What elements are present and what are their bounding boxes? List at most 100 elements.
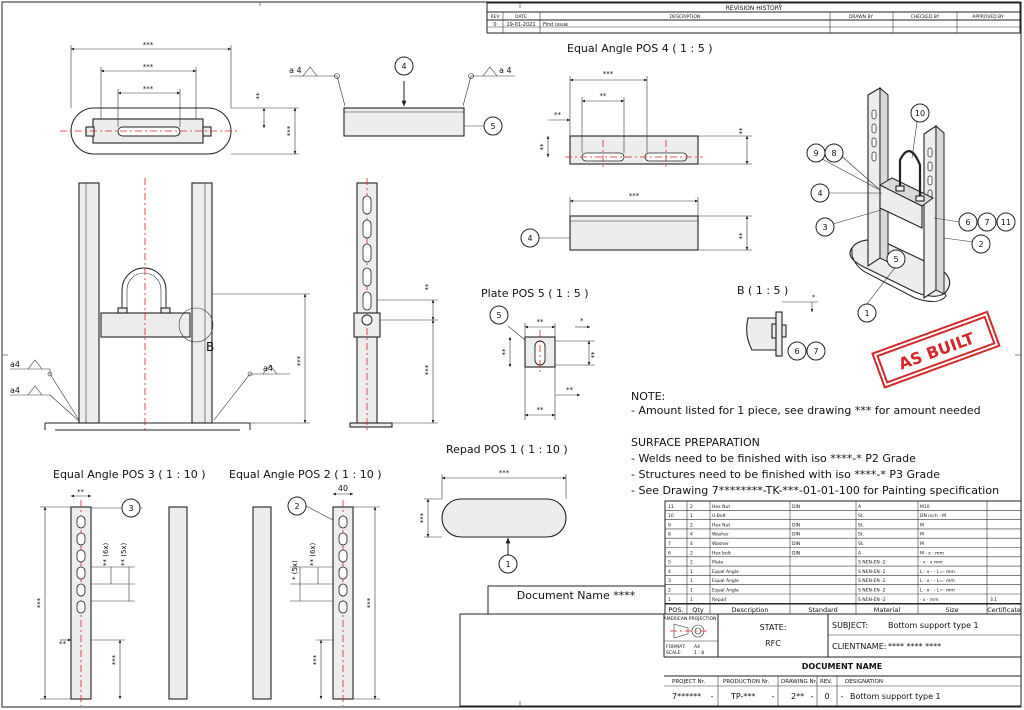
bom-cell: DIN: [792, 532, 800, 538]
dim-pos4-slot-length: **: [600, 92, 608, 100]
bom-cell: 1: [690, 597, 693, 603]
bom-cell: A: [858, 504, 862, 510]
bom-cell: U-Bolt: [712, 513, 726, 519]
bom-cell: A: [858, 550, 862, 556]
balloon-label: 8: [831, 149, 836, 158]
bom-header-size: Size: [945, 606, 958, 614]
rev-value: 0: [824, 692, 829, 701]
dim-pos2-pitch: ** (6x): [309, 542, 317, 566]
client-value: **** **** ****: [888, 642, 941, 651]
bom-cell: 1: [690, 569, 693, 575]
dim-pos2-bottom: ***: [312, 654, 320, 665]
dim-plate5-height: **: [501, 348, 509, 356]
document-name-label: Document Name ****: [517, 589, 636, 602]
note-line-1: - Amount listed for 1 piece, see drawing…: [631, 404, 981, 417]
balloon-7-detail: 7: [806, 341, 826, 361]
dim-side-height: ***: [424, 364, 432, 375]
bom-cell: S NEN-EN -2: [858, 578, 886, 584]
balloon-2-pos2: 2: [287, 496, 307, 516]
balloon-7-iso: 7: [977, 212, 997, 232]
bom-cell: 10: [668, 513, 674, 519]
bom-cell: S NEN-EN -2: [858, 560, 886, 566]
bom-cell: M: [920, 532, 924, 538]
client-label: CLIENTNAME:: [832, 642, 886, 651]
bom-cell: St.: [858, 513, 864, 519]
projection-symbol: [670, 623, 708, 639]
document-name-title: DOCUMENT NAME: [802, 662, 882, 671]
balloon-5-plate: 5: [489, 305, 509, 325]
balloon-label: 3: [822, 223, 827, 232]
bom-cell: Washer: [712, 532, 729, 538]
dim-pos3-width: **: [77, 488, 85, 496]
bom-cell: L · x · - L=· mm: [920, 578, 955, 584]
pos2-title: Equal Angle POS 2 ( 1 : 10 ): [229, 468, 382, 481]
production-label: PRODUCTION Nr.: [723, 679, 770, 685]
balloon-9-iso: 9: [806, 143, 826, 163]
bom-cell: L · x · - L=· mm: [920, 569, 955, 575]
balloon-label: 1: [864, 309, 869, 318]
detail-b-title: B ( 1 : 5 ): [737, 284, 788, 297]
balloon-label: 7: [984, 218, 989, 227]
balloon-label: 6: [965, 218, 970, 227]
bom-cell: 1: [690, 588, 693, 594]
pos4-overview: a 4 a 4: [289, 66, 515, 137]
balloon-3-pos3: 3: [121, 498, 141, 518]
balloon-label: 6: [794, 347, 799, 356]
balloon-4-top: 4: [394, 56, 414, 76]
rev-header-rev: REV: [490, 14, 500, 20]
rev-row-date: 19-01-2021: [506, 22, 535, 28]
dim-pos4-hole-y: **: [539, 143, 547, 151]
designation-label: DESIGNATION: [845, 679, 883, 685]
revision-history-title: REVISION HISTORY: [726, 5, 783, 12]
balloon-label: 4: [527, 234, 532, 243]
weld-label-left-upper: a4: [10, 360, 20, 369]
dim-top-width: ***: [286, 125, 294, 136]
dim-pos4-length: ***: [629, 192, 640, 200]
rev-header-drawn-by: DRAWN BY: [849, 14, 873, 20]
dim-plate5-slot-offset: **: [566, 386, 574, 394]
plate5-title: Plate POS 5 ( 1 : 5 ): [481, 287, 589, 300]
dim-plate5-width: **: [537, 318, 545, 326]
bom-cell: Plate: [712, 560, 723, 566]
dim-pos2-length: ***: [366, 597, 374, 608]
bom-cell: M10: [920, 504, 930, 510]
bom-cell: 9: [668, 522, 671, 528]
separator: -: [772, 692, 775, 701]
dim-side-top: **: [424, 283, 432, 291]
detail-b: B ( 1 : 5 ) *: [737, 284, 818, 357]
bom-cell: DIN: [792, 504, 800, 510]
balloon-leaders: [91, 121, 982, 509]
balloon-4-pos4: 4: [520, 228, 540, 248]
top-view: *** *** *** ** ***: [60, 41, 299, 155]
bom-cell: 8: [668, 532, 671, 538]
balloon-5-top: 5: [483, 116, 503, 136]
bom-header-pos: POS.: [668, 606, 683, 614]
bom-cell: 11: [668, 504, 674, 510]
balloon-label: 5: [496, 311, 501, 320]
detail-b-marker: B: [206, 340, 214, 354]
bom-cell: S NEN-EN -2: [858, 597, 886, 603]
surface-line-2: - Structures need to be finished with is…: [631, 468, 940, 481]
bom-cell: 7: [668, 541, 671, 547]
as-built-stamp: AS BUILT: [871, 310, 1001, 389]
revision-history-table: REVISION HISTORY REV DATE DESCRIPTION DR…: [486, 2, 1021, 34]
format-value: A4: [694, 644, 700, 650]
weld-label-pos4-right: a 4: [499, 66, 512, 75]
dim-plate5-slot-length: **: [590, 351, 598, 359]
bom-cell: 5: [668, 560, 671, 566]
bom-cell: M: [920, 522, 924, 528]
weld-label-right: a4: [263, 364, 273, 373]
format-label: FORMAT:: [666, 644, 686, 650]
bom-cell: 2: [690, 550, 693, 556]
balloon-2-iso: 2: [971, 234, 991, 254]
bom-cell: Equal Angle: [712, 569, 739, 575]
title-block: AMERICAN PROJECTION FORMAT: A4 SCALE: 1 …: [459, 613, 1022, 707]
weld-label-pos4-left: a 4: [289, 66, 302, 75]
balloon-label: 2: [294, 502, 299, 511]
dim-pos4-height: **: [738, 232, 746, 240]
bom-cell: DIN: [792, 541, 800, 547]
repad-pos1: Repad POS 1 ( 1 : 10 ) *** ***: [419, 443, 568, 556]
dim-front-height: ***: [296, 355, 304, 366]
